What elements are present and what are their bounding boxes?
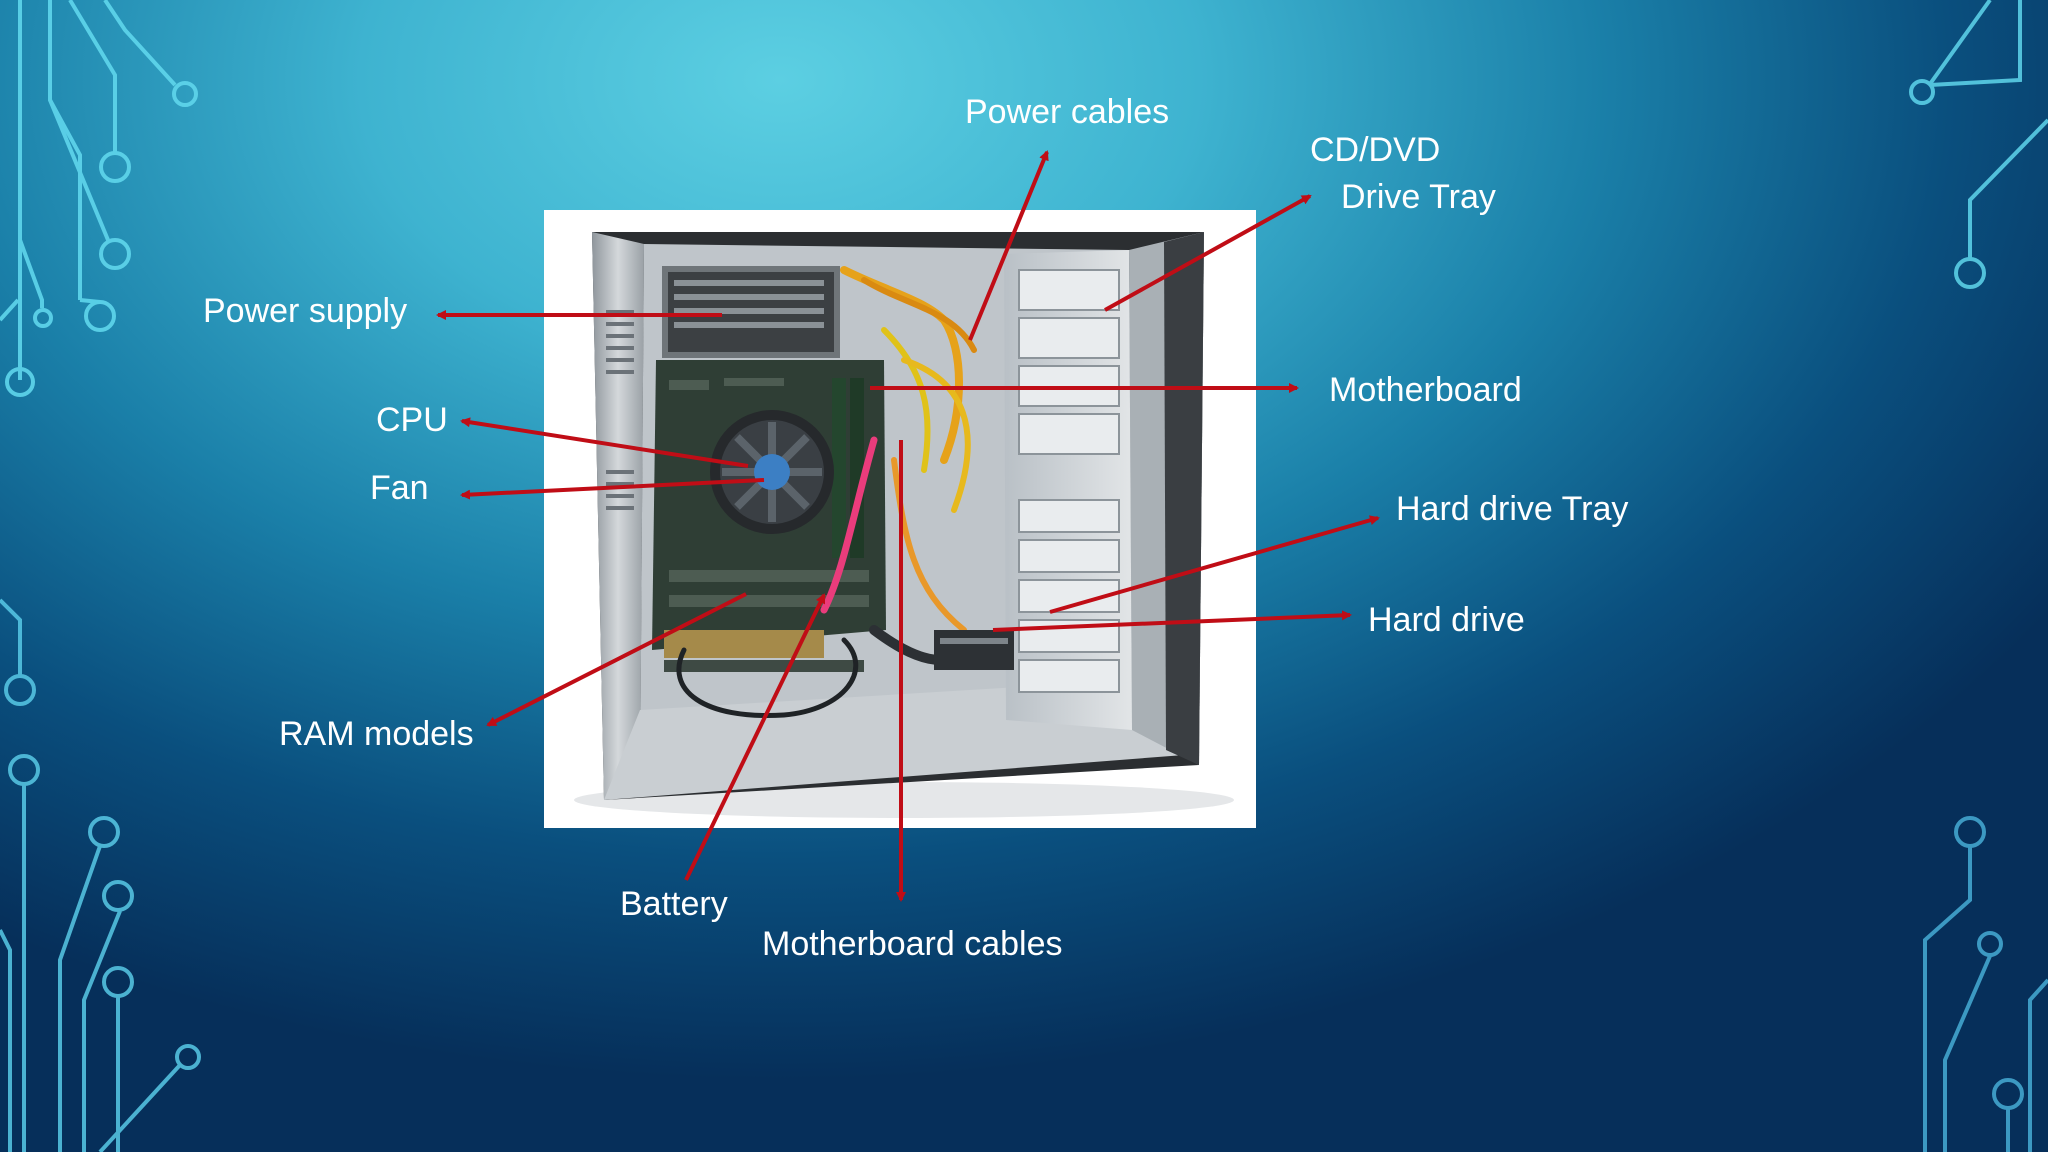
label-fan: Fan [370,469,429,507]
arrow-battery [684,593,826,881]
arrow-power-cables [968,150,1049,341]
label-power-supply: Power supply [203,292,408,330]
label-power-cables: Power cables [965,93,1170,131]
vent-holes [606,310,634,510]
circuit-bottom-right [1923,816,2048,1152]
arrow-hard-drive-tray [1049,515,1380,614]
circuit-top-left [0,0,198,397]
label-cd-dvd: CD/DVD [1310,131,1441,169]
label-battery: Battery [620,885,728,923]
label-ram-models: RAM models [279,715,474,753]
label-motherboard: Motherboard [1329,371,1522,409]
arrow-fan [460,478,765,500]
label-drive-tray: Drive Tray [1341,178,1496,216]
label-cpu: CPU [376,401,448,439]
arrow-ram [486,592,747,727]
label-hard-drive-tray: Hard drive Tray [1396,490,1629,528]
arrow-hard-drive [992,610,1352,632]
drive-bays [1018,269,1120,693]
circuit-top-right [1909,0,2048,289]
arrow-cpu [460,417,749,468]
label-hard-drive: Hard drive [1368,601,1525,639]
circuit-bottom-left [0,598,201,1152]
arrow-cd-dvd-tray [1104,194,1312,312]
computer-case-illustration [574,232,1234,818]
label-motherboard-cables: Motherboard cables [762,925,1063,963]
